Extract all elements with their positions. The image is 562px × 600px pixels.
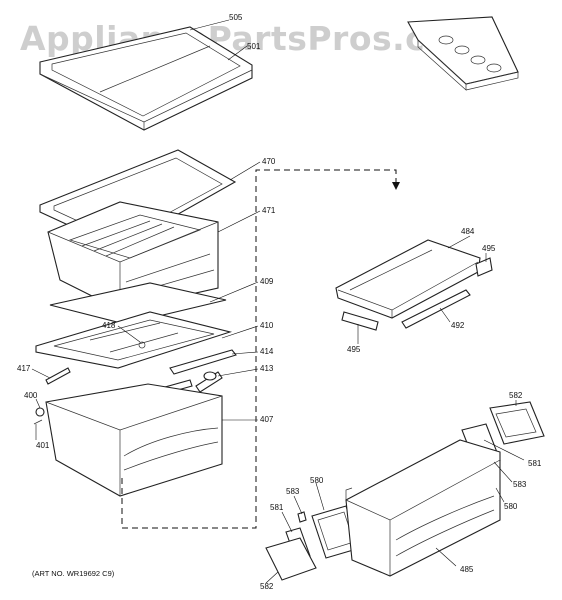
label-471: 471	[262, 206, 276, 215]
lower-drawer	[45, 383, 223, 497]
label-418: 418	[102, 321, 116, 330]
label-407: 407	[260, 415, 274, 424]
label-505: 505	[229, 13, 243, 22]
label-470: 470	[262, 157, 276, 166]
label-492: 492	[451, 321, 465, 330]
label-485: 485	[460, 565, 474, 574]
label-582-left: 582	[260, 582, 274, 591]
label-582-right: 582	[509, 391, 523, 400]
upper-tray	[407, 16, 519, 91]
label-410: 410	[260, 321, 274, 330]
label-580-right: 580	[504, 502, 518, 511]
label-400: 400	[24, 391, 38, 400]
label-581-left: 581	[270, 503, 284, 512]
part-labels: 505 501 470 471 409 410 418 414 413 417 …	[17, 13, 542, 591]
label-583-right: 583	[513, 480, 527, 489]
dairy-hardware	[341, 257, 493, 331]
small-hardware	[33, 367, 71, 425]
cover-frame	[35, 311, 233, 369]
glass-shelf	[39, 26, 253, 131]
left-slide-assembly	[265, 505, 361, 581]
label-414: 414	[260, 347, 274, 356]
glass-panel	[49, 282, 227, 325]
label-581-right: 581	[528, 459, 542, 468]
label-583-left: 583	[286, 487, 300, 496]
label-417: 417	[17, 364, 31, 373]
label-484: 484	[461, 227, 475, 236]
label-401: 401	[36, 441, 50, 450]
guide-arrow	[392, 182, 400, 190]
deli-drawer	[345, 439, 501, 577]
assembly-guide	[121, 169, 397, 529]
label-495-left: 495	[347, 345, 361, 354]
label-409: 409	[260, 277, 274, 286]
label-580-left: 580	[310, 476, 324, 485]
leader-lines	[31, 19, 525, 584]
art-number: (ART NO. WR19692 C9)	[32, 569, 115, 578]
label-413: 413	[260, 364, 274, 373]
label-495-right: 495	[482, 244, 496, 253]
label-501: 501	[247, 42, 261, 51]
crisper-pan	[47, 201, 219, 311]
dairy-cover	[335, 239, 481, 319]
